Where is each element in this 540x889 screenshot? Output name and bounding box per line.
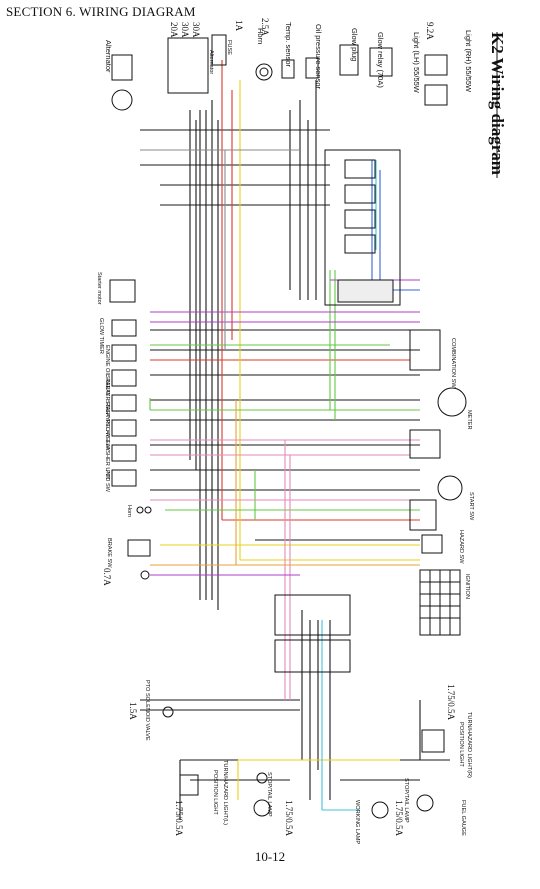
wires-gray bbox=[140, 149, 300, 350]
label-light-lh: Light (LH) 55/55W bbox=[412, 32, 421, 94]
label-amp-1-75-c: 1.75/0.5A bbox=[284, 800, 294, 837]
label-stop-tail-r: STOP/TAIL LAMP bbox=[403, 778, 409, 823]
wires-pink bbox=[150, 439, 420, 700]
label-amp-2-5a: 2.5A bbox=[260, 18, 270, 36]
wires-orange bbox=[150, 400, 420, 566]
label-start-relay: START RELAY bbox=[104, 400, 110, 437]
label-alternator-small: Alternator bbox=[208, 50, 214, 74]
wire-harness bbox=[140, 60, 450, 820]
label-alternator: Alternator bbox=[104, 40, 113, 73]
brake-switch bbox=[127, 539, 151, 557]
label-pto-sw: PTO SW bbox=[104, 470, 110, 493]
label-amp-1-75-r: 1.75/0.5A bbox=[446, 684, 456, 721]
section-title: SECTION 6. WIRING DIAGRAM bbox=[6, 4, 196, 19]
horn-component bbox=[255, 63, 273, 81]
label-position-light-l: POSITION LIGHT bbox=[212, 770, 218, 815]
labels-top: K2 Wiring diagram Light (RH) 55/55W Ligh… bbox=[104, 18, 507, 175]
label-ignition: IGNITION bbox=[464, 574, 470, 599]
label-starter-relay: STARTER RELAY bbox=[104, 375, 110, 420]
main-connector bbox=[337, 279, 394, 303]
label-amp-1-75-br: 1.75/0.5A bbox=[394, 800, 404, 837]
meter-gauge bbox=[437, 387, 467, 417]
wires-blue bbox=[371, 160, 420, 300]
label-brake-sw: BRAKE SW bbox=[106, 538, 112, 568]
label-start-sw: START SW bbox=[468, 492, 474, 521]
label-amp-30a-a: 30A bbox=[191, 22, 201, 38]
label-starter-motor: Starter motor bbox=[96, 272, 102, 305]
stop-tail-lamp-l bbox=[253, 799, 271, 817]
label-hazard-sw: HAZARD SW bbox=[458, 530, 464, 564]
label-amp-1-75-l: 1.75/0.5A bbox=[174, 800, 184, 837]
stop-tail-lamp-r bbox=[416, 794, 434, 812]
connector-block-a bbox=[274, 594, 351, 636]
glow-plug-component bbox=[339, 44, 359, 76]
label-engine-oil-relay: ENGINE OIL RELAY bbox=[104, 345, 110, 397]
starter-motor bbox=[109, 279, 136, 303]
hazard-switch bbox=[421, 534, 443, 554]
label-glow-timer: GLOW TIMER bbox=[98, 318, 104, 354]
label-horn-sw: Horn bbox=[126, 505, 132, 517]
label-horn: Horn bbox=[256, 28, 265, 44]
label-turn-hazard-l: TURN/HAZARD LIGHT(L) bbox=[222, 760, 228, 825]
label-amp-0-7a: 0.7A bbox=[102, 568, 112, 586]
combination-switch bbox=[409, 329, 441, 371]
labels-right: COMBINATION SW METER START SW HAZARD SW … bbox=[354, 338, 474, 844]
wires-green bbox=[149, 270, 420, 520]
wires-red bbox=[150, 60, 420, 521]
label-working-lamp: WORKING LAMP bbox=[354, 800, 360, 844]
label-fuel-gauge: FUEL GAUGE bbox=[460, 800, 466, 836]
label-glow-relay: Glow relay (70A) bbox=[376, 32, 385, 88]
start-switch bbox=[437, 475, 463, 501]
pto-solenoid-component bbox=[162, 706, 174, 718]
fuse-relay-block bbox=[324, 149, 401, 306]
label-combination-sw: COMBINATION SW bbox=[450, 338, 456, 388]
connector-block-b bbox=[274, 639, 351, 673]
wires-cyan bbox=[321, 160, 377, 811]
label-amp-30a-b: 30A bbox=[180, 22, 190, 38]
label-position-light-r: POSITION LIGHT bbox=[458, 722, 464, 767]
label-meter: METER bbox=[466, 410, 472, 430]
label-temp-sensor: Temp. sensor bbox=[284, 22, 293, 68]
label-light-rh: Light (RH) 55/55W bbox=[464, 30, 473, 93]
headlight-lh bbox=[424, 84, 448, 106]
label-glow-plug: Glow plug bbox=[350, 28, 359, 61]
label-amp-1a: 1A bbox=[234, 20, 244, 32]
components bbox=[109, 34, 467, 819]
wires-black bbox=[140, 80, 450, 820]
label-stop-tail-l: STOP/TAIL LAMP bbox=[266, 772, 272, 817]
label-pto-solenoid: PTO SOLENOID VALVE bbox=[144, 680, 150, 741]
label-flasher-unit: FLASHER UNIT bbox=[104, 440, 110, 481]
alternator-component bbox=[111, 89, 133, 111]
label-pto-relay: PTO RELAY bbox=[104, 420, 110, 451]
label-amp-1-5a: 1.5A bbox=[128, 702, 138, 720]
fuse-box-top bbox=[167, 37, 209, 94]
labels-left: Starter motor GLOW TIMER ENGINE OIL RELA… bbox=[96, 272, 294, 837]
label-amp-9-2a: 9.2A bbox=[425, 22, 435, 40]
label-amp-20a: 20A bbox=[169, 22, 179, 38]
label-oil-pressure: Oil pressure sensor bbox=[314, 24, 323, 90]
working-lamp bbox=[371, 801, 389, 819]
headlight-rh bbox=[424, 54, 448, 76]
label-turn-hazard-r: TURN/HAZARD LIGHT(R) bbox=[466, 712, 472, 778]
label-fuse: FUSE bbox=[226, 40, 232, 55]
wires-yellow bbox=[160, 80, 420, 800]
page-number: 10-12 bbox=[254, 849, 286, 864]
